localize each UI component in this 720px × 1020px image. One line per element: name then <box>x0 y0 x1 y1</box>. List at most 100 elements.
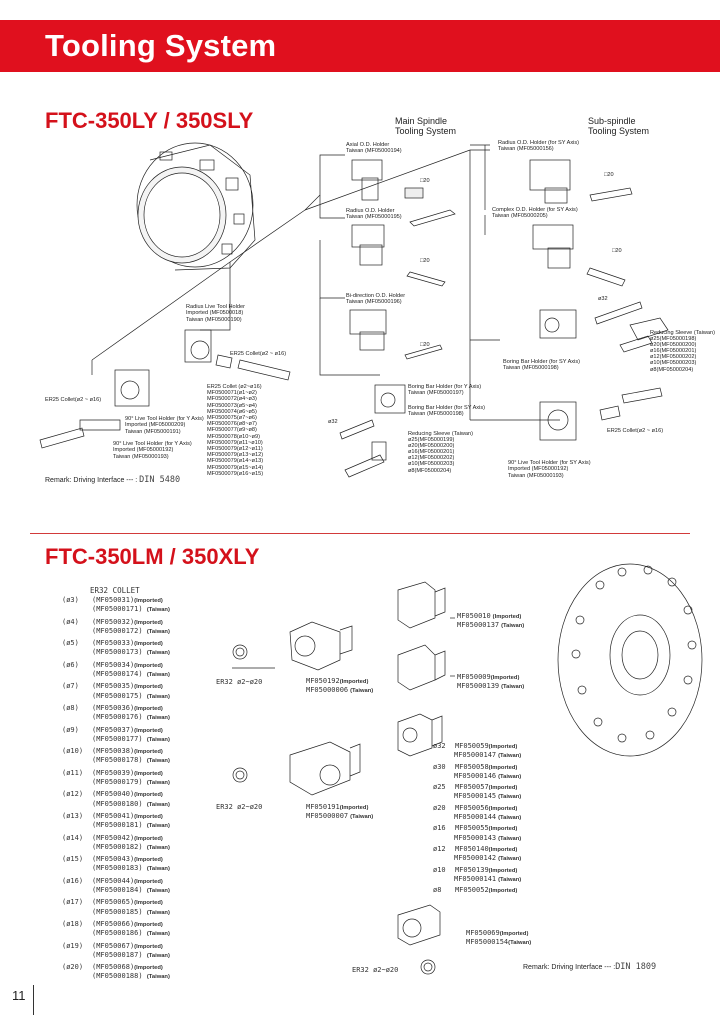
er32-collet-row: (ø7)(MF050035)(Imported)(MF05000175) (Ta… <box>62 682 170 700</box>
collet-codes: (MF050065)(Imported)(MF05000185) (Taiwan… <box>92 898 170 916</box>
boring-diameter: ø8 <box>433 886 442 895</box>
er32-collet-row: (ø14) (MF050042)(Imported)(MF05000182) (T… <box>62 834 170 852</box>
complex-od-holder-sy-label: Complex O.D. Holder (for SY Axis)Taiwan … <box>492 207 578 220</box>
header-banner: Tooling System <box>0 20 720 72</box>
er32-collet-row: (ø20)(MF050068)(Imported)(MF05000188) (T… <box>62 963 170 981</box>
boring-bar-holder-sy-sub-label: Boring Bar Holder (for SY Axis)Taiwan (M… <box>503 359 580 372</box>
od-holder-2-codes: MF050009(Imported) MF05000139 (Taiwan) <box>457 673 525 691</box>
er32-collet-row: (ø18) (MF050066)(Imported)(MF05000186) (T… <box>62 920 170 938</box>
collet-codes: (MF050031)(Imported)(MF05000171) (Taiwan… <box>92 596 170 614</box>
collet-diameter: (ø5) <box>62 639 79 648</box>
adapter-codes: MF050069(Imported) MF05000154(Taiwan) <box>466 929 532 947</box>
collet-diameter: (ø4) <box>62 617 79 626</box>
er25-collet-label: ER25 Collet(ø2 ~ ø16) <box>607 428 664 434</box>
reducing-sleeve-sub-label: Reducing Sleeve (Taiwan) ø25(MF05000198)… <box>650 330 715 373</box>
boring-diameter: ø25 <box>433 783 446 792</box>
square-20-label: □20 <box>420 342 430 348</box>
collet-codes: (MF050036)(Imported)(MF05000176) (Taiwan… <box>92 704 170 722</box>
collet-diameter: (ø8) <box>62 704 79 712</box>
turret-drawing <box>136 142 256 271</box>
er32-collet-row: (ø4) (MF050032)(Imported)(MF05000172) (Ta… <box>62 618 170 636</box>
od-holder-1-codes: MF050010 (Imported) MF05000137 (Taiwan) <box>457 612 525 630</box>
collet-codes: (MF050033)(Imported)(MF05000173) (Taiwan… <box>92 639 170 657</box>
er32-collet-row: (ø3) (MF050031)(Imported)(MF05000171) (Ta… <box>62 596 170 614</box>
er32-collet-row: (ø6)(MF050034)(Imported)(MF05000174) (Ta… <box>62 661 170 679</box>
reducing-sleeve-main-label: Reducing Sleeve (Taiwan) ø25(MF05000199)… <box>408 431 473 474</box>
er32-collet-title: ER32 COLLET <box>90 586 140 595</box>
collet-diameter: (ø17) <box>62 898 84 907</box>
er32-collet-row: (ø10)(MF050038)(Imported)(MF05000178) (T… <box>62 747 170 765</box>
er32-collet-row: (ø15) (MF050043)(Imported)(MF05000183) (T… <box>62 855 170 873</box>
section-divider <box>30 533 690 534</box>
collet-diameter: (ø20) <box>62 963 84 972</box>
collet-codes: (MF050032)(Imported)(MF05000172) (Taiwan… <box>92 617 170 635</box>
square-20-label: □20 <box>420 178 430 184</box>
square-20-label: □20 <box>612 248 622 254</box>
collet-codes: (MF050041)(Imported)(MF05000181) (Taiwan… <box>92 812 170 830</box>
boring-bar-size-row: ø10 MF050139(Imported)MF05000141 (Taiwan… <box>433 865 522 883</box>
square-20-label: □20 <box>420 258 430 264</box>
collet-diameter: (ø14) <box>62 833 84 842</box>
collet-diameter: (ø15) <box>62 855 84 864</box>
driving-interface-remark: Remark: Driving Interface --- : DIN 5480 <box>45 475 181 485</box>
er32-collet-row: (ø8) (MF050036)(Imported)(MF05000176) (Ta… <box>62 704 170 722</box>
boring-bar-holder-y-label: Boring Bar Holder (for Y Axis)Taiwan (MF… <box>408 384 482 397</box>
section1-model-title: FTC-350LY / 350SLY <box>45 108 254 133</box>
boring-bar-size-row: ø32 MF050059(Imported)MF05000147 (Taiwan… <box>433 742 522 760</box>
er32-collet-row: (ø13) (MF050041)(Imported)(MF05000181) (T… <box>62 812 170 830</box>
sub-spindle-heading: Sub-spindle Tooling System <box>588 116 650 136</box>
er32-collet-row: (ø11)(MF050039)(Imported)(MF05000179) (T… <box>62 769 170 787</box>
boring-bar-size-row: ø8 MF050052(Imported) <box>433 886 518 895</box>
collet-codes: (MF050066)(Imported)(MF05000186) (Taiwan… <box>92 920 170 938</box>
er32-range-label: ER32 ø2~ø20 <box>216 678 263 686</box>
collet-codes: (MF050067)(Imported)(MF05000187) (Taiwan… <box>92 941 170 959</box>
driving-interface-remark: Remark: Driving Interface --- :DIN 1809 <box>523 962 657 972</box>
er25-collet-list: ER25 Collet (ø2~ø16) MF0500071(ø1~ø2) MF… <box>207 384 264 477</box>
boring-diameter: ø30 <box>433 762 446 771</box>
collet-codes: (MF050037)(Imported)(MF05000177) (Taiwan… <box>92 725 170 743</box>
boring-bar-size-row: ø12 MF050140(Imported)MF05000142 (Taiwan… <box>433 845 522 863</box>
collet-codes: (MF050042)(Imported)(MF05000182) (Taiwan… <box>92 833 170 851</box>
collet-diameter: (ø11) <box>62 768 84 777</box>
er32-range-label: ER32 ø2~ø20 <box>352 966 399 974</box>
square-20-label: □20 <box>604 172 614 178</box>
turret-disk-drawing <box>557 563 703 757</box>
boring-diameter: ø10 <box>433 865 446 874</box>
collet-codes: (MF050034)(Imported)(MF05000174) (Taiwan… <box>92 660 170 678</box>
straight-holder-codes: MF050192(Imported) MF05000006 (Taiwan) <box>306 677 374 695</box>
page-title: Tooling System <box>45 28 277 63</box>
live-tool-90-label: 90° Live Tool Holder (for Y Axis) Import… <box>113 441 192 460</box>
collet-diameter: (ø13) <box>62 812 84 820</box>
radius-live-tool-holder-label: Radius Live Tool Holder Imported (MF0500… <box>186 304 245 323</box>
boring-bar-size-row: ø25 MF050057(Imported)MF05000145 (Taiwan… <box>433 783 522 801</box>
page-number-divider <box>33 985 34 1015</box>
er32-collet-row: (ø9)(MF050037)(Imported)(MF05000177) (Ta… <box>62 726 170 744</box>
boring-diameter: ø16 <box>433 824 446 833</box>
main-spindle-heading: Main Spindle Tooling System <box>395 116 457 136</box>
collet-diameter: (ø3) <box>62 596 79 604</box>
collet-codes: (MF050044)(Imported)(MF05000184) (Taiwan… <box>92 876 170 894</box>
boring-diameter: ø12 <box>433 845 446 853</box>
collet-codes: (MF050035)(Imported)(MF05000175) (Taiwan… <box>92 682 170 700</box>
section2-model-title: FTC-350LM / 350XLY <box>45 544 260 569</box>
phi32-label: ø32 <box>328 419 338 425</box>
collet-diameter: (ø12) <box>62 790 84 799</box>
boring-bar-holder-sy-label: Boring Bar Holder (for SY Axis)Taiwan (M… <box>408 405 485 418</box>
er32-range-label: ER32 ø2~ø20 <box>216 803 263 811</box>
collet-diameter: (ø19) <box>62 941 84 950</box>
collet-diameter: (ø10) <box>62 747 84 756</box>
er32-collet-row: (ø19) (MF050067)(Imported)(MF05000187) (T… <box>62 942 170 960</box>
collet-diameter: (ø18) <box>62 920 84 928</box>
er32-collet-row: (ø16)(MF050044)(Imported)(MF05000184) (T… <box>62 877 170 895</box>
er32-collet-row: (ø12)(MF050040)(Imported)(MF05000180) (T… <box>62 790 170 808</box>
phi32-label: ø32 <box>598 296 608 302</box>
er32-collet-row: (ø5) (MF050033)(Imported)(MF05000173) (Ta… <box>62 639 170 657</box>
boring-diameter: ø32 <box>433 742 446 750</box>
collet-codes: (MF050043)(Imported)(MF05000183) (Taiwan… <box>92 855 170 873</box>
er25-collet-label: ER25 Collet(ø2 ~ ø16) <box>230 351 287 357</box>
er25-collet-label: ER25 Collet(ø2 ~ ø16) <box>45 397 102 403</box>
